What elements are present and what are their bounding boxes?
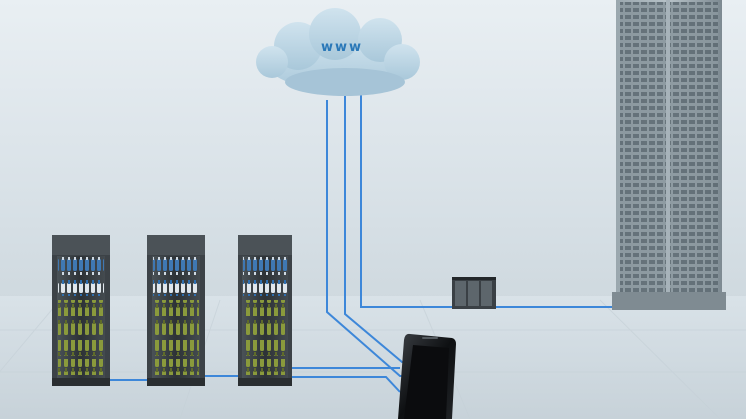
server-unit xyxy=(452,277,496,309)
cloud xyxy=(256,8,420,96)
connection-lines xyxy=(110,92,616,393)
cooler-middle xyxy=(147,235,205,386)
office-tower xyxy=(612,0,726,310)
cooler-right xyxy=(238,235,292,386)
floor-grid xyxy=(0,299,746,419)
cooler-left xyxy=(52,235,110,386)
smartphone xyxy=(398,333,456,419)
floor xyxy=(0,296,746,419)
cloud-label: www xyxy=(320,40,364,55)
